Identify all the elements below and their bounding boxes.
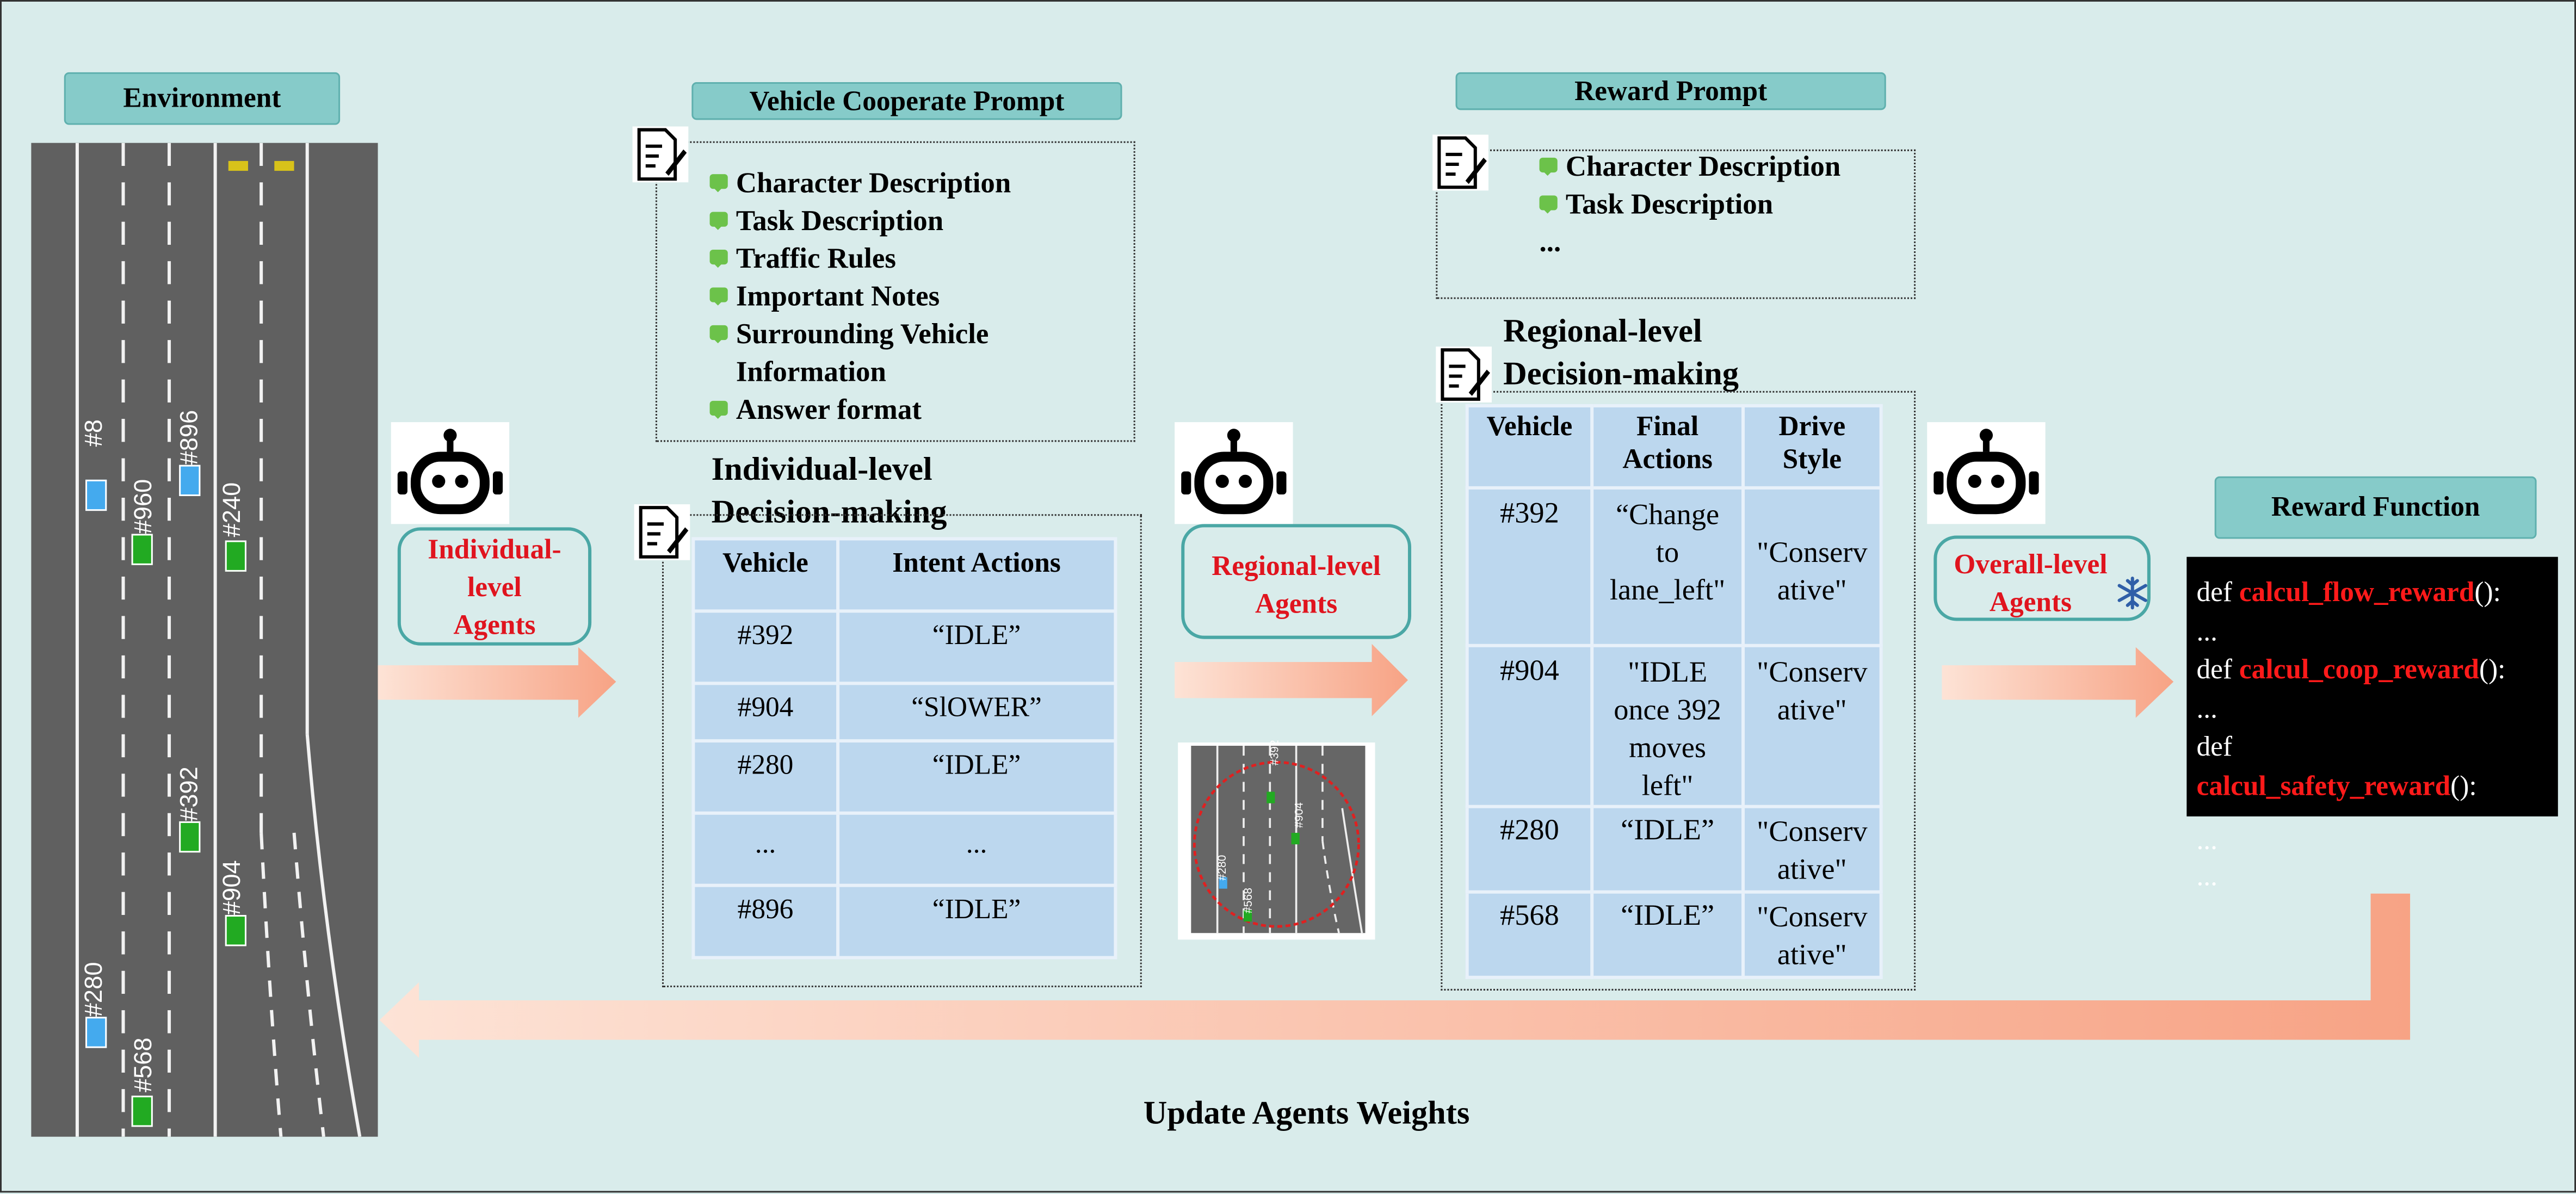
chat-bubble-icon [709, 287, 728, 306]
prompt-item-continued: Information [736, 355, 886, 388]
prompt-item: Answer format [709, 391, 1011, 429]
prompt-item: Important Notes [709, 277, 1011, 315]
code-line: def [2196, 731, 2233, 763]
document-edit-icon [632, 126, 689, 183]
prompt-item: Traffic Rules [709, 240, 1011, 277]
chat-bubble-icon [1539, 157, 1558, 176]
overall-agents-label: Overall-level Agents [1933, 535, 2151, 621]
road-lanes [75, 143, 362, 1137]
column-header: Vehicle [1465, 404, 1594, 490]
car-yellow [274, 160, 294, 171]
car-green [179, 821, 201, 853]
robot-icon [1175, 422, 1293, 524]
document-edit-icon [1436, 347, 1492, 403]
car-blue [85, 479, 107, 511]
code-line: def calcul_flow_reward(): [2196, 576, 2501, 608]
prompt-item: Task Description [1539, 185, 1841, 223]
table-row: ...... [691, 811, 1117, 887]
reward-function-code: def calcul_flow_reward(): ... def calcul… [2186, 556, 2558, 816]
cooperate-prompt-header: Vehicle Cooperate Prompt [691, 82, 1122, 120]
code-line: def calcul_coop_reward(): [2196, 653, 2506, 685]
car-blue [85, 1017, 107, 1048]
regional-decision-box [1441, 391, 1916, 991]
snowflake-icon [2114, 575, 2150, 611]
chat-bubble-icon [1539, 195, 1558, 214]
document-edit-icon [1432, 134, 1488, 191]
chat-bubble-icon [709, 400, 728, 419]
table-row: #392“IDLE” [691, 609, 1117, 685]
individual-decision-title: Individual-level Decision-making [711, 451, 947, 531]
table-row: #904“SlOWER” [691, 682, 1117, 743]
column-header: Intent Actions [836, 537, 1117, 613]
car-green [131, 1096, 153, 1127]
cooperate-prompt-list: Character Description Task Description T… [709, 164, 1011, 429]
code-line: ... [2196, 692, 2217, 724]
arrow-right [1942, 647, 2174, 718]
code-line: ... [2196, 615, 2217, 647]
chat-bubble-icon [709, 174, 728, 193]
column-header: Vehicle [691, 537, 839, 613]
reward-prompt-box [1436, 149, 1916, 299]
code-ellipsis: ... ... [2196, 824, 2217, 892]
robot-icon [1927, 422, 2046, 524]
regional-agents-label: Regional-level Agents [1181, 524, 1412, 639]
table-row: #280“IDLE” [691, 739, 1117, 815]
individual-decision-box [662, 514, 1142, 987]
arrow-right [378, 647, 616, 718]
regional-thumbnail: #392 #904 #280 #568 [1178, 740, 1375, 940]
arrow-right [1175, 644, 1408, 716]
prompt-item: Surrounding Vehicle [709, 315, 1011, 353]
car-green [131, 534, 153, 565]
table-row: #896“IDLE” [691, 883, 1117, 960]
car-yellow [228, 160, 248, 171]
prompt-item: Character Description [709, 164, 1011, 202]
car-green [225, 540, 246, 572]
chat-bubble-icon [709, 325, 728, 344]
chat-bubble-icon [709, 250, 728, 268]
feedback-arrow [379, 893, 2411, 1058]
update-weights-label: Update Agents Weights [1143, 1096, 1470, 1132]
prompt-ellipsis: ... [1539, 225, 1561, 258]
environment-road: #8 #896 #960 #240 #392 #904 #280 #568 [31, 143, 378, 1137]
environment-header: Environment [64, 72, 341, 125]
prompt-item: Character Description [1539, 148, 1840, 185]
car-green [225, 915, 246, 946]
document-edit-icon [634, 504, 690, 560]
reward-function-header: Reward Function [2214, 476, 2537, 539]
car-blue [179, 465, 201, 496]
reward-prompt-list: Character Description Task Description .… [1539, 148, 1841, 261]
regional-decision-title: Regional-level Decision-making [1503, 313, 1739, 393]
cooperate-prompt-box [655, 141, 1135, 442]
code-line: calcul_safety_reward(): [2196, 769, 2477, 801]
reward-prompt-header: Reward Prompt [1455, 72, 1886, 110]
robot-icon [391, 422, 510, 524]
individual-agents-label: Individual- level Agents [397, 527, 592, 646]
prompt-item: Task Description [709, 202, 1011, 239]
chat-bubble-icon [709, 212, 728, 230]
